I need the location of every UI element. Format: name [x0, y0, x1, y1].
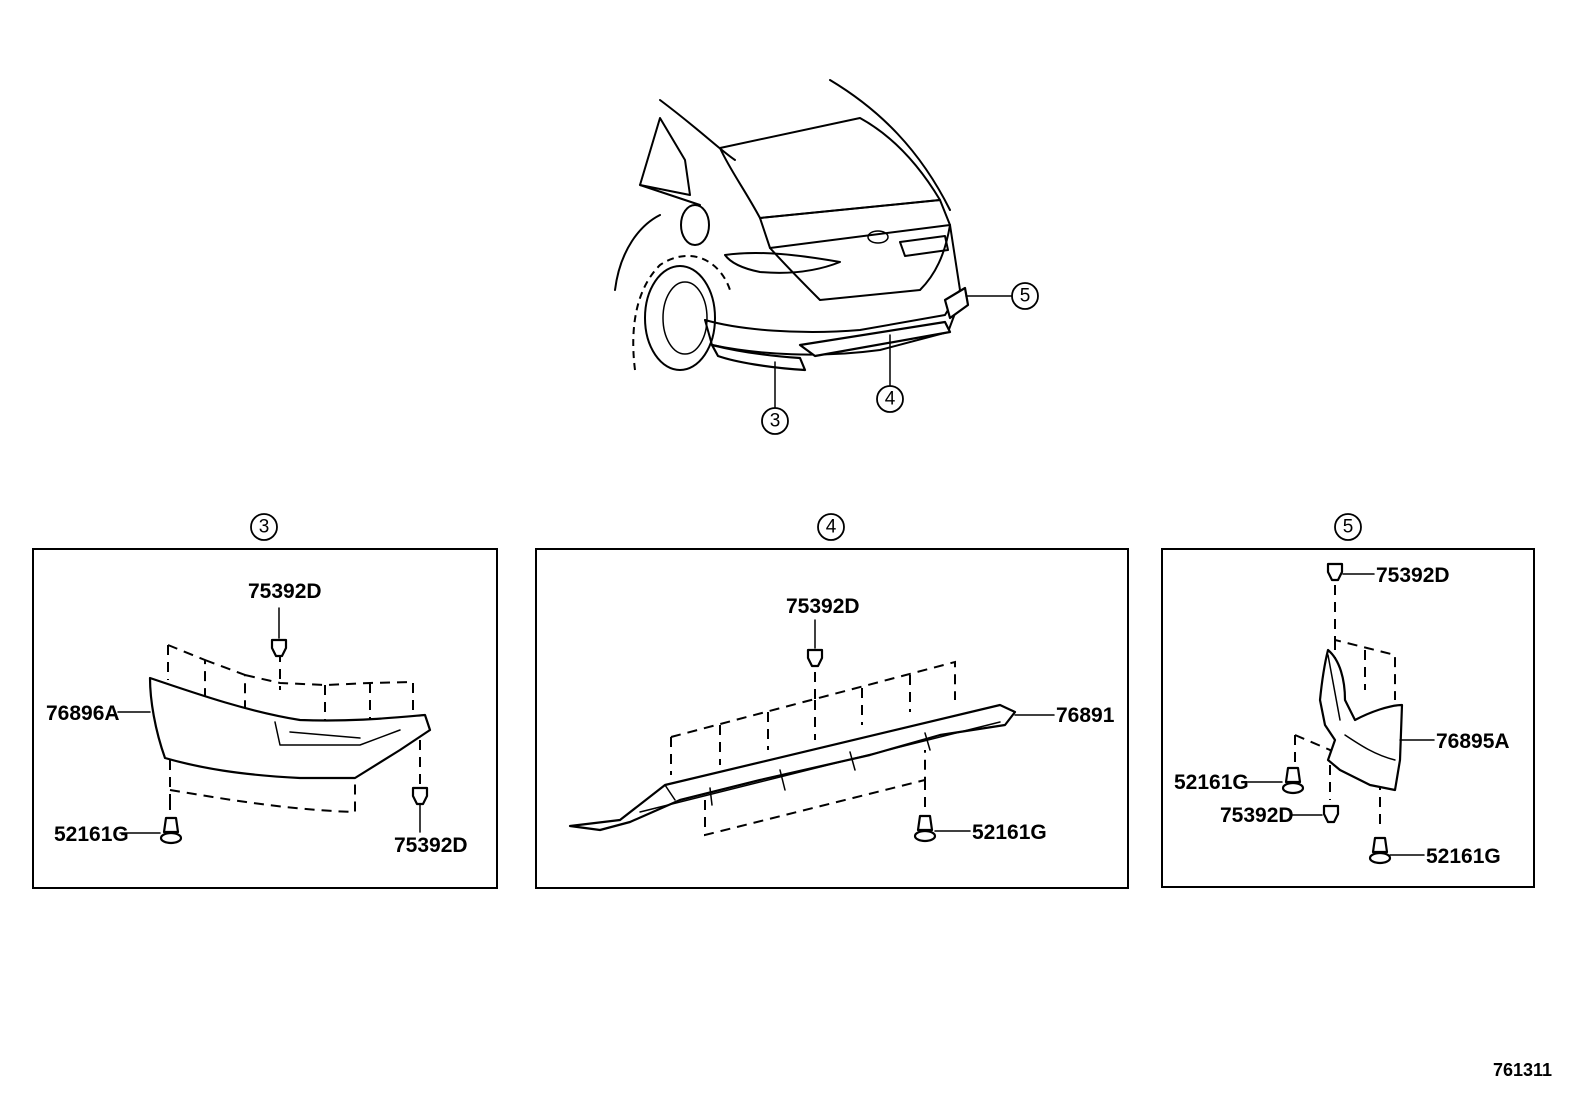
- panel-5-clip-top-icon: [1326, 562, 1344, 582]
- part-76895a-shape: [1318, 648, 1404, 792]
- overview-callout-5: 5: [1011, 282, 1039, 310]
- panel-4-index: 4: [826, 517, 837, 538]
- panel-3-index: 3: [259, 517, 270, 538]
- panel-3-label-part: 76896A: [46, 702, 120, 725]
- overview-callouts: 3 4 5: [761, 282, 1039, 435]
- part-76891-shape: [568, 703, 1017, 832]
- panel-4-screw-icon: [913, 814, 937, 843]
- panel-4: 4 75392D 76891 52161G: [535, 513, 1129, 889]
- panel-4-clip-top-icon: [806, 648, 824, 668]
- overview-callout-3-label: 3: [770, 411, 781, 432]
- panel-5-label-screw-bottom: 52161G: [1426, 845, 1501, 868]
- panel-3-label-clip-side: 75392D: [394, 834, 468, 857]
- panel-4-frame: [535, 548, 1129, 889]
- panel-5: 5 75392D 76895A 52161G 75392D: [1161, 513, 1535, 888]
- part-76896a-shape: [148, 676, 432, 780]
- panel-5-screw-bottom-icon: [1368, 836, 1392, 865]
- panel-5-index: 5: [1343, 517, 1354, 538]
- panel-5-frame: [1161, 548, 1535, 888]
- panel-4-label-screw: 52161G: [972, 821, 1047, 844]
- panel-3-clip-side-icon: [411, 786, 429, 806]
- panel-3-label-screw: 52161G: [54, 823, 129, 846]
- panel-5-label-clip-top: 75392D: [1376, 564, 1450, 587]
- panel-5-label-part: 76895A: [1436, 730, 1510, 753]
- panel-5-label-clip-mid: 75392D: [1220, 804, 1294, 827]
- overview-callout-4: 4: [876, 385, 904, 413]
- panel-3-header-callout: 3: [250, 513, 278, 541]
- panel-4-header-callout: 4: [817, 513, 845, 541]
- overview-callout-5-label: 5: [1020, 286, 1031, 307]
- panel-5-screw-left-icon: [1281, 766, 1305, 795]
- overview-callout-4-label: 4: [885, 389, 896, 410]
- panel-5-clip-mid-icon: [1322, 804, 1340, 824]
- panel-4-label-part: 76891: [1056, 704, 1115, 727]
- vehicle-rear-overview: [614, 79, 970, 372]
- overview-callout-3: 3: [761, 407, 789, 435]
- panel-3: 3 75392D 76896A 52161G: [32, 513, 498, 889]
- panel-5-label-screw-left: 52161G: [1174, 771, 1249, 794]
- figure-number: 761311: [1493, 1060, 1552, 1080]
- panel-3-clip-top-icon: [270, 638, 288, 658]
- panel-3-screw-icon: [159, 816, 183, 845]
- panel-3-frame: [32, 548, 498, 889]
- panel-5-header-callout: 5: [1334, 513, 1362, 541]
- panel-3-label-clip-top: 75392D: [248, 580, 322, 603]
- panel-4-label-clip-top: 75392D: [786, 595, 860, 618]
